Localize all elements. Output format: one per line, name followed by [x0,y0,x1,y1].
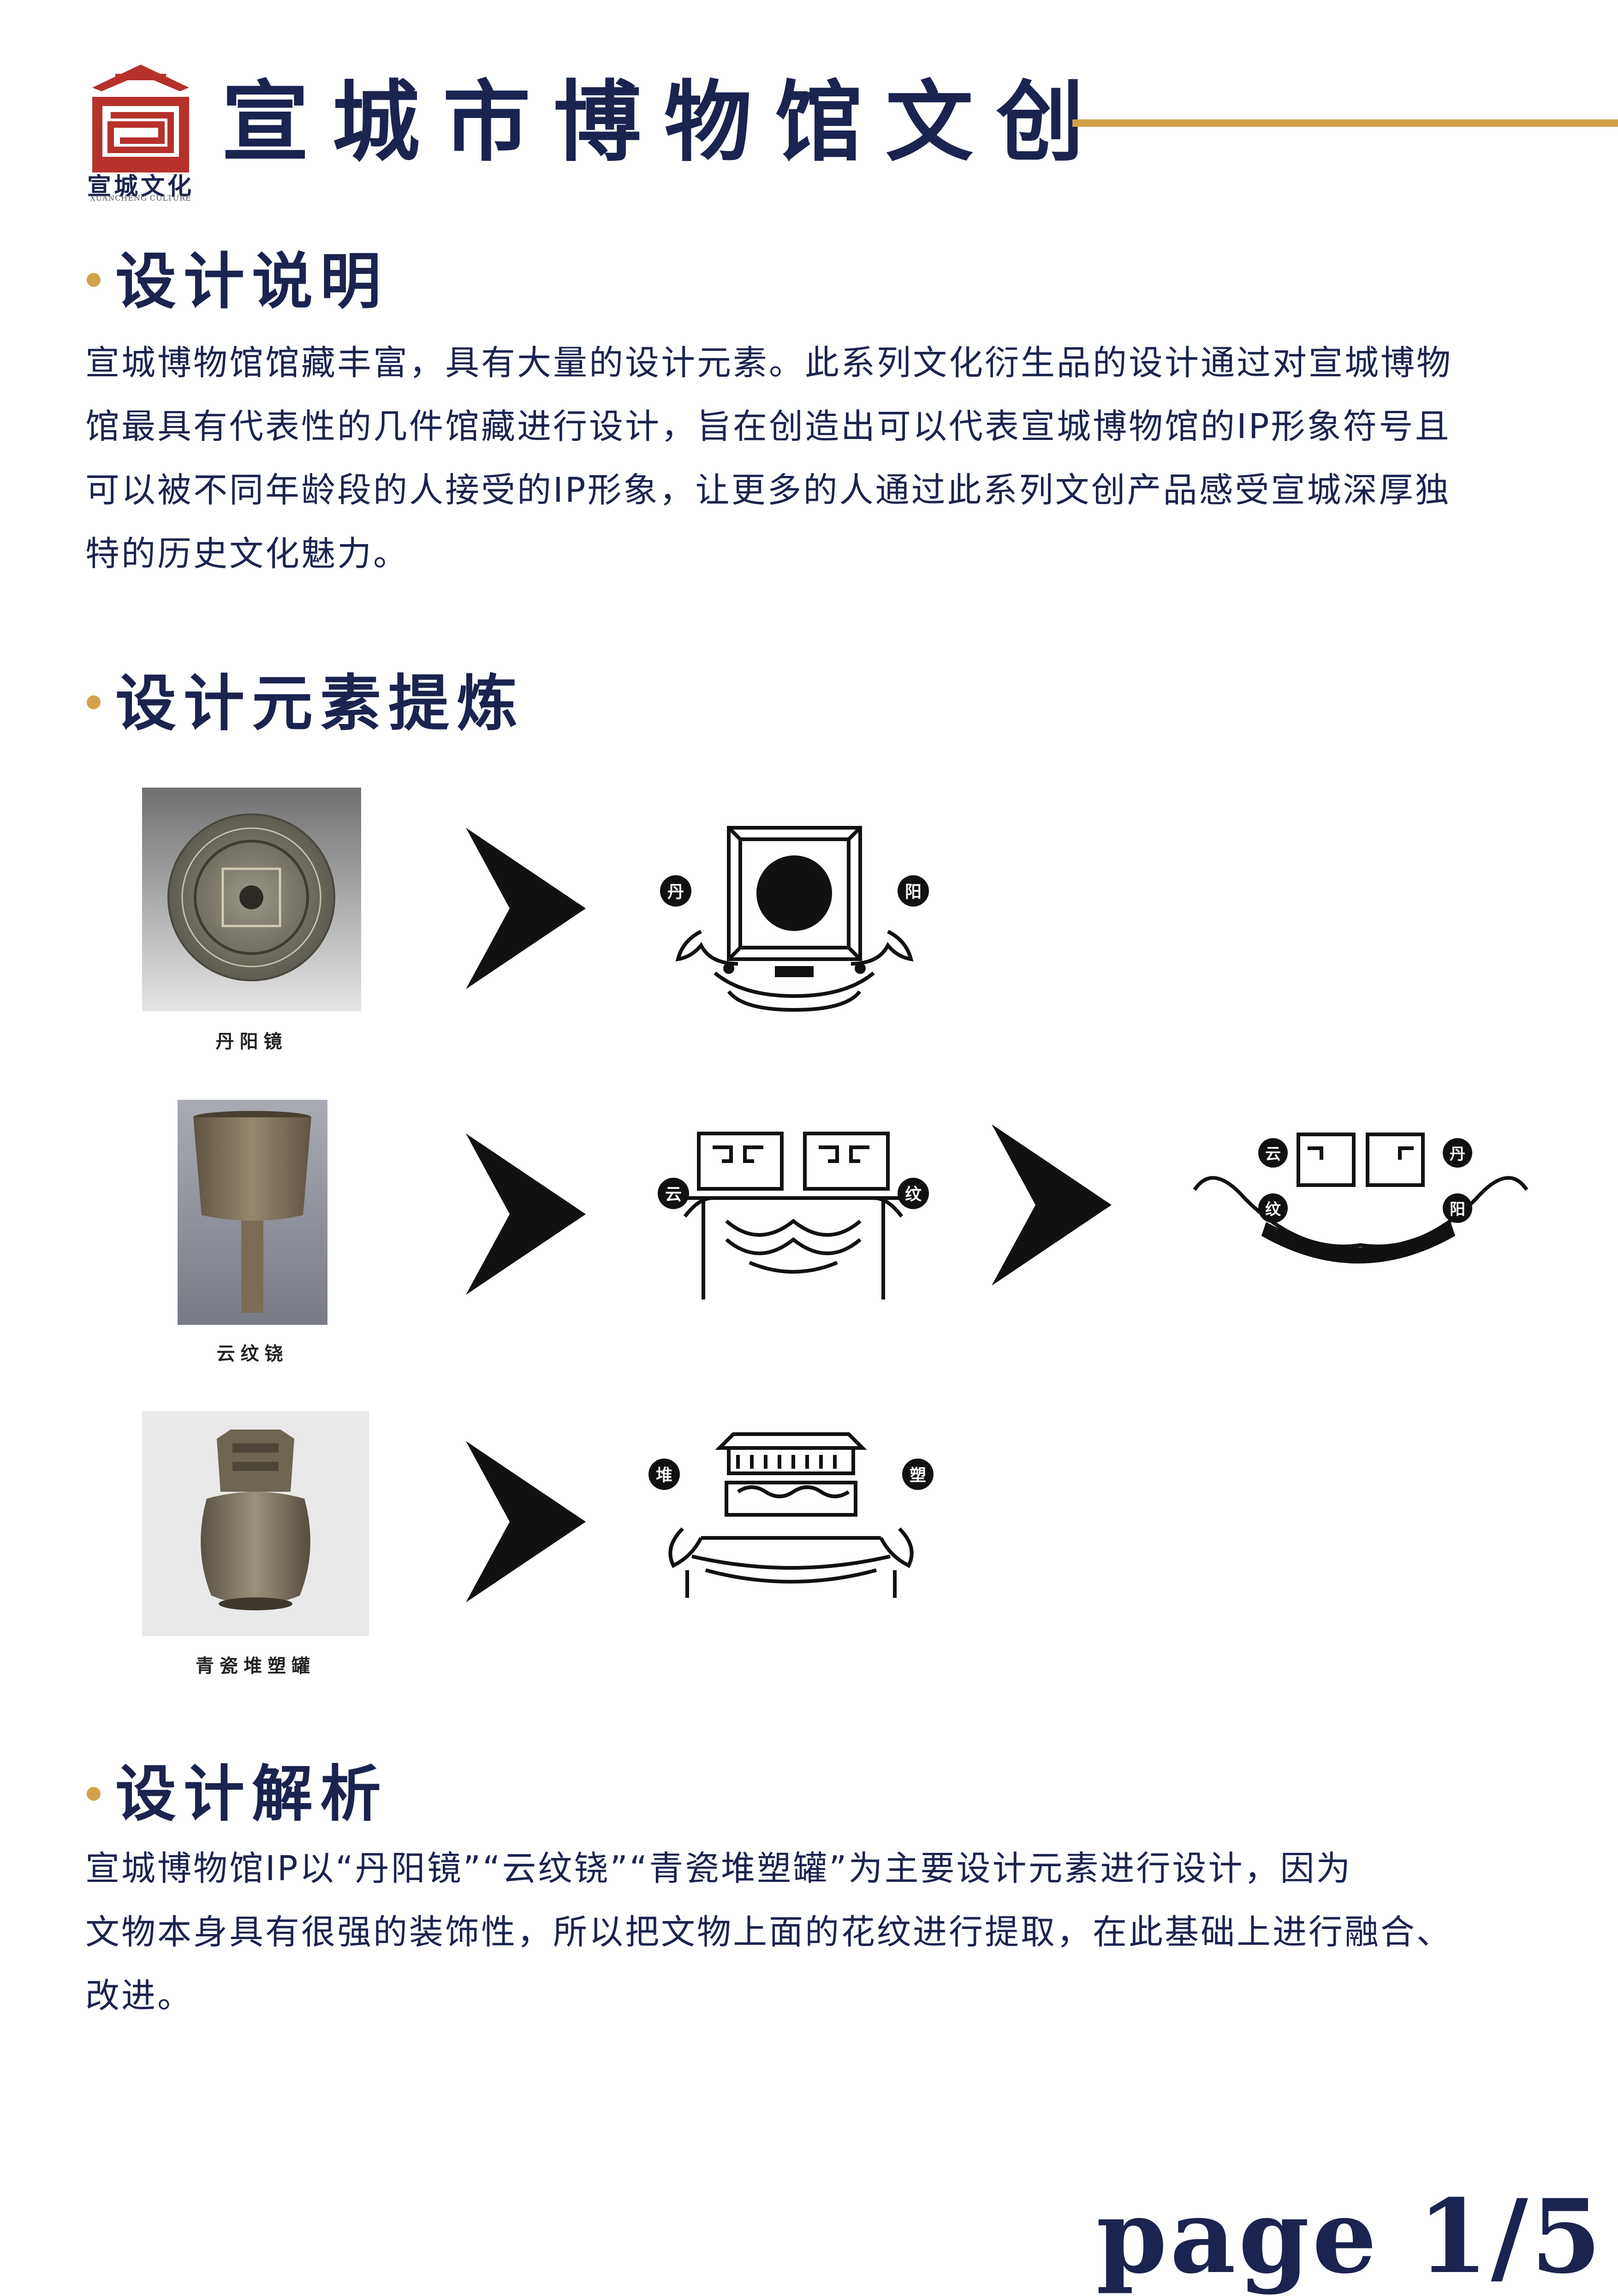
badge-combined-wen: 纹 [1258,1193,1288,1223]
text-line: 宣城博物馆馆藏丰富，具有大量的设计元素。此系列文化衍生品的设计通过对宣城博物 [85,343,1452,383]
caption-celadon-jar: 青瓷堆塑罐 [196,1655,315,1677]
badge-combined-yang: 阳 [1443,1193,1472,1223]
badge-yang: 阳 [898,875,929,907]
badge-combined-dan: 丹 [1443,1138,1472,1168]
text-line: 可以被不同年龄段的人接受的IP形象，让更多的人通过此系列文创产品感受宣城深厚独 [85,470,1451,510]
badge-text: 云 [665,1185,682,1204]
bullet-dot [87,273,101,287]
badge-text: 丹 [667,883,684,902]
badge-text: 堆 [656,1466,672,1485]
bullet-dot [87,1787,101,1801]
danyang-mirror-motif: 丹 阳 [660,826,929,1012]
celadon-jar-photo [142,1411,369,1636]
combined-motif: 云 纹 丹 阳 [1193,1133,1529,1264]
badge-text: 丹 [1450,1145,1465,1163]
badge-text: 纹 [905,1185,922,1204]
caption-cloud-nao: 云纹铙 [216,1343,289,1365]
cloud-nao-motif: 云 纹 [658,1132,929,1299]
header-divider [1072,119,1618,127]
badge-text: 云 [1265,1145,1281,1163]
text-line: 文物本身具有很强的装饰性，所以把文物上面的花纹进行提取，在此基础上进行融合、 [85,1912,1452,1952]
text-line: 馆最具有代表性的几件馆藏进行设计，旨在创造出可以代表宣城博物馆的IP形象符号且 [85,407,1451,446]
arrow-right-icon [466,1441,586,1602]
page-number: page 1/5 [1096,2177,1604,2296]
badge-su: 塑 [902,1459,934,1490]
badge-dui: 堆 [648,1459,680,1490]
design-description-text: 宣城博物馆馆藏丰富，具有大量的设计元素。此系列文化衍生品的设计通过对宣城博物 馆… [85,331,1552,586]
arrow-right-icon [466,828,586,989]
badge-yun: 云 [658,1178,689,1209]
arrow-right-icon [466,1133,586,1295]
arrow-right-icon [992,1124,1112,1286]
badge-wen: 纹 [898,1178,929,1209]
logo-subtext: XUANCHENG CULTURE [90,194,191,202]
badge-text: 阳 [905,883,922,902]
badge-dan: 丹 [660,875,691,907]
text-line: 特的历史文化魅力。 [85,534,409,574]
museum-logo [92,65,189,172]
design-analysis-text: 宣城博物馆IP以“丹阳镜”“云纹铙”“青瓷堆塑罐”为主要设计元素进行设计，因为 … [85,1837,1552,2028]
bullet-dot [87,695,101,709]
celadon-jar-motif: 堆 塑 [648,1432,934,1598]
page-title: 宣城市博物馆文创 [221,71,1107,173]
section-title-element-extraction: 设计元素提炼 [115,668,525,739]
badge-combined-yun: 云 [1258,1138,1288,1168]
text-line: 宣城博物馆IP以“丹阳镜”“云纹铙”“青瓷堆塑罐”为主要设计元素进行设计，因为 [85,1849,1352,1888]
danyang-mirror-photo [142,788,361,1011]
badge-text: 纹 [1265,1200,1281,1219]
section-title-design-description: 设计说明 [115,246,388,317]
badge-text: 阳 [1450,1200,1465,1219]
badge-text: 塑 [910,1466,926,1485]
cloud-nao-photo [178,1100,327,1325]
section-title-design-analysis: 设计解析 [115,1759,388,1830]
text-line: 改进。 [85,1976,193,2016]
caption-danyang-mirror: 丹阳镜 [215,1031,288,1052]
logo-text: 宣城文化 [87,172,194,201]
